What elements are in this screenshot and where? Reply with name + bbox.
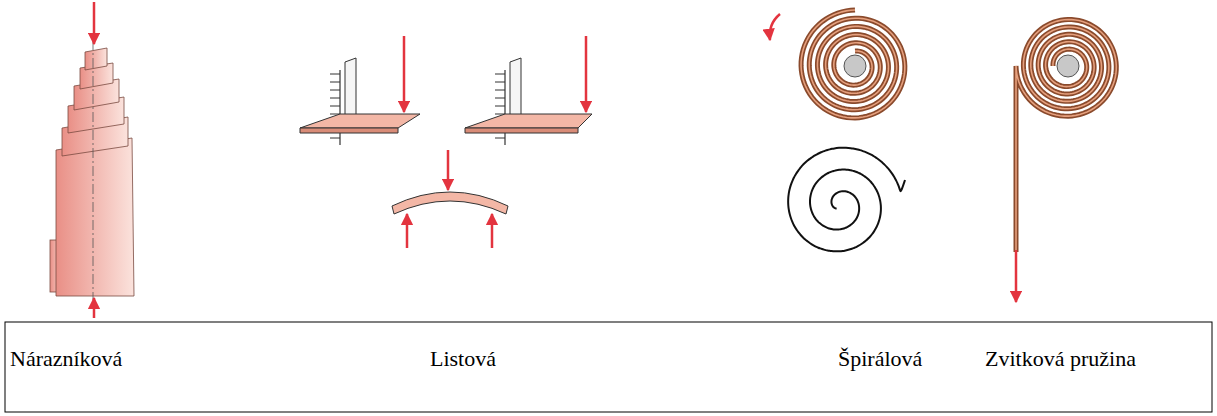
buffer-spring [50,40,134,300]
spring-label: Špirálová [838,346,922,372]
clamp-plate [510,58,521,122]
leaf-edge [465,128,578,133]
force-arrow [403,36,406,112]
force-arrow [585,36,588,112]
force-arrow [447,150,450,190]
leaf-edge [300,128,398,133]
spring-tier [85,48,107,70]
spiral-curve [788,148,905,252]
force-arrow [1015,250,1018,302]
wall [339,70,340,145]
table-cell [5,322,1212,412]
hub [844,55,866,77]
spring-label: Zvitková pružina [985,346,1136,372]
leaf [300,114,420,128]
leaf [465,114,592,128]
force-arrow [406,214,409,248]
torque-arrow [770,14,780,40]
tapered-leaf-spring [465,36,592,145]
leaf [392,192,508,214]
constant-force-spring [1016,20,1116,252]
spiral-line [788,148,905,252]
clamp-plate [345,58,356,122]
force-arrow [93,298,96,318]
spring-tier [56,138,134,296]
force-arrow [491,214,494,248]
wall [504,70,505,145]
hub [1057,55,1079,77]
spiral-spring [801,10,905,118]
coil-highlight [801,10,905,118]
spring-label: Nárazníková [10,346,122,372]
force-arrow [93,2,96,44]
coil-band [801,10,905,118]
spring-label: Listová [430,346,496,372]
coil-highlight [1016,20,1116,252]
coil-band [1016,20,1116,252]
axis-line [93,40,94,300]
supported-leaf-spring [392,150,508,248]
cantilever-leaf-spring [300,36,420,145]
